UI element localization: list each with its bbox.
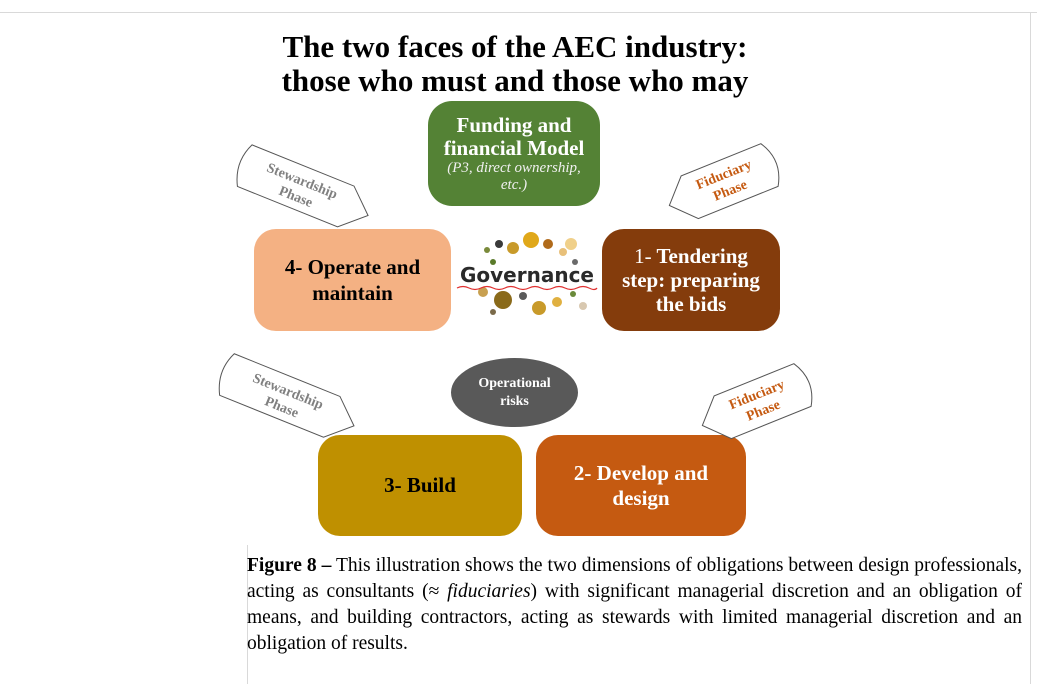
funding-model-label: Funding and financial Model [443, 112, 585, 160]
stewardship-phase-tag-bottom: Stewardship Phase [205, 345, 375, 460]
fiduciary-phase-tag-top: Fiduciary Phase [655, 128, 795, 243]
step-1-tendering-box: 1- Tendering step: preparing the bids [602, 229, 780, 331]
stewardship-phase-tag-top: Stewardship Phase [225, 140, 385, 245]
step-4-operate-box: 4- Operate and maintain [254, 229, 451, 331]
step-2-label: 2- Develop and design [573, 460, 709, 510]
step-1-number: 1- [634, 244, 652, 268]
title-line-2: those who must and those who may [281, 63, 749, 98]
caption-text-a: This illustration shows the two dimensio… [247, 555, 1022, 602]
step-2-design-box: 2- Develop and design [536, 435, 746, 536]
caption-italic: fiduciaries [447, 581, 531, 602]
governance-word: Governance [460, 263, 594, 287]
caption-label: Figure 8 – [247, 555, 332, 576]
step-3-label: 3- Build [384, 473, 456, 497]
step-4-label: 4- Operate and maintain [284, 255, 421, 305]
funding-model-box: Funding and financial Model (P3, direct … [428, 101, 600, 206]
caption-text-b: ) with significant managerial discretion… [247, 581, 1022, 654]
caption-left-rule [247, 545, 248, 684]
operational-risks-label: Operational risks [478, 375, 551, 409]
operational-risks-oval: Operational risks [451, 358, 578, 427]
title-line-1: The two faces of the AEC industry: [282, 29, 748, 64]
fiduciary-phase-tag-bottom: Fiduciary Phase [688, 348, 828, 463]
frame-top-rule [0, 12, 1037, 13]
frame-right-rule [1030, 12, 1031, 684]
figure-caption: Figure 8 – This illustration shows the t… [247, 553, 1022, 657]
step-3-build-box: 3- Build [318, 435, 522, 536]
funding-model-sublabel: (P3, direct ownership, etc.) [447, 159, 581, 193]
governance-dots-graphic: Governance [456, 232, 598, 315]
diagram-title: The two faces of the AEC industry: those… [200, 30, 830, 98]
step-1-label: Tendering step: preparing the bids [622, 244, 760, 316]
governance-image: Governance [453, 222, 601, 324]
